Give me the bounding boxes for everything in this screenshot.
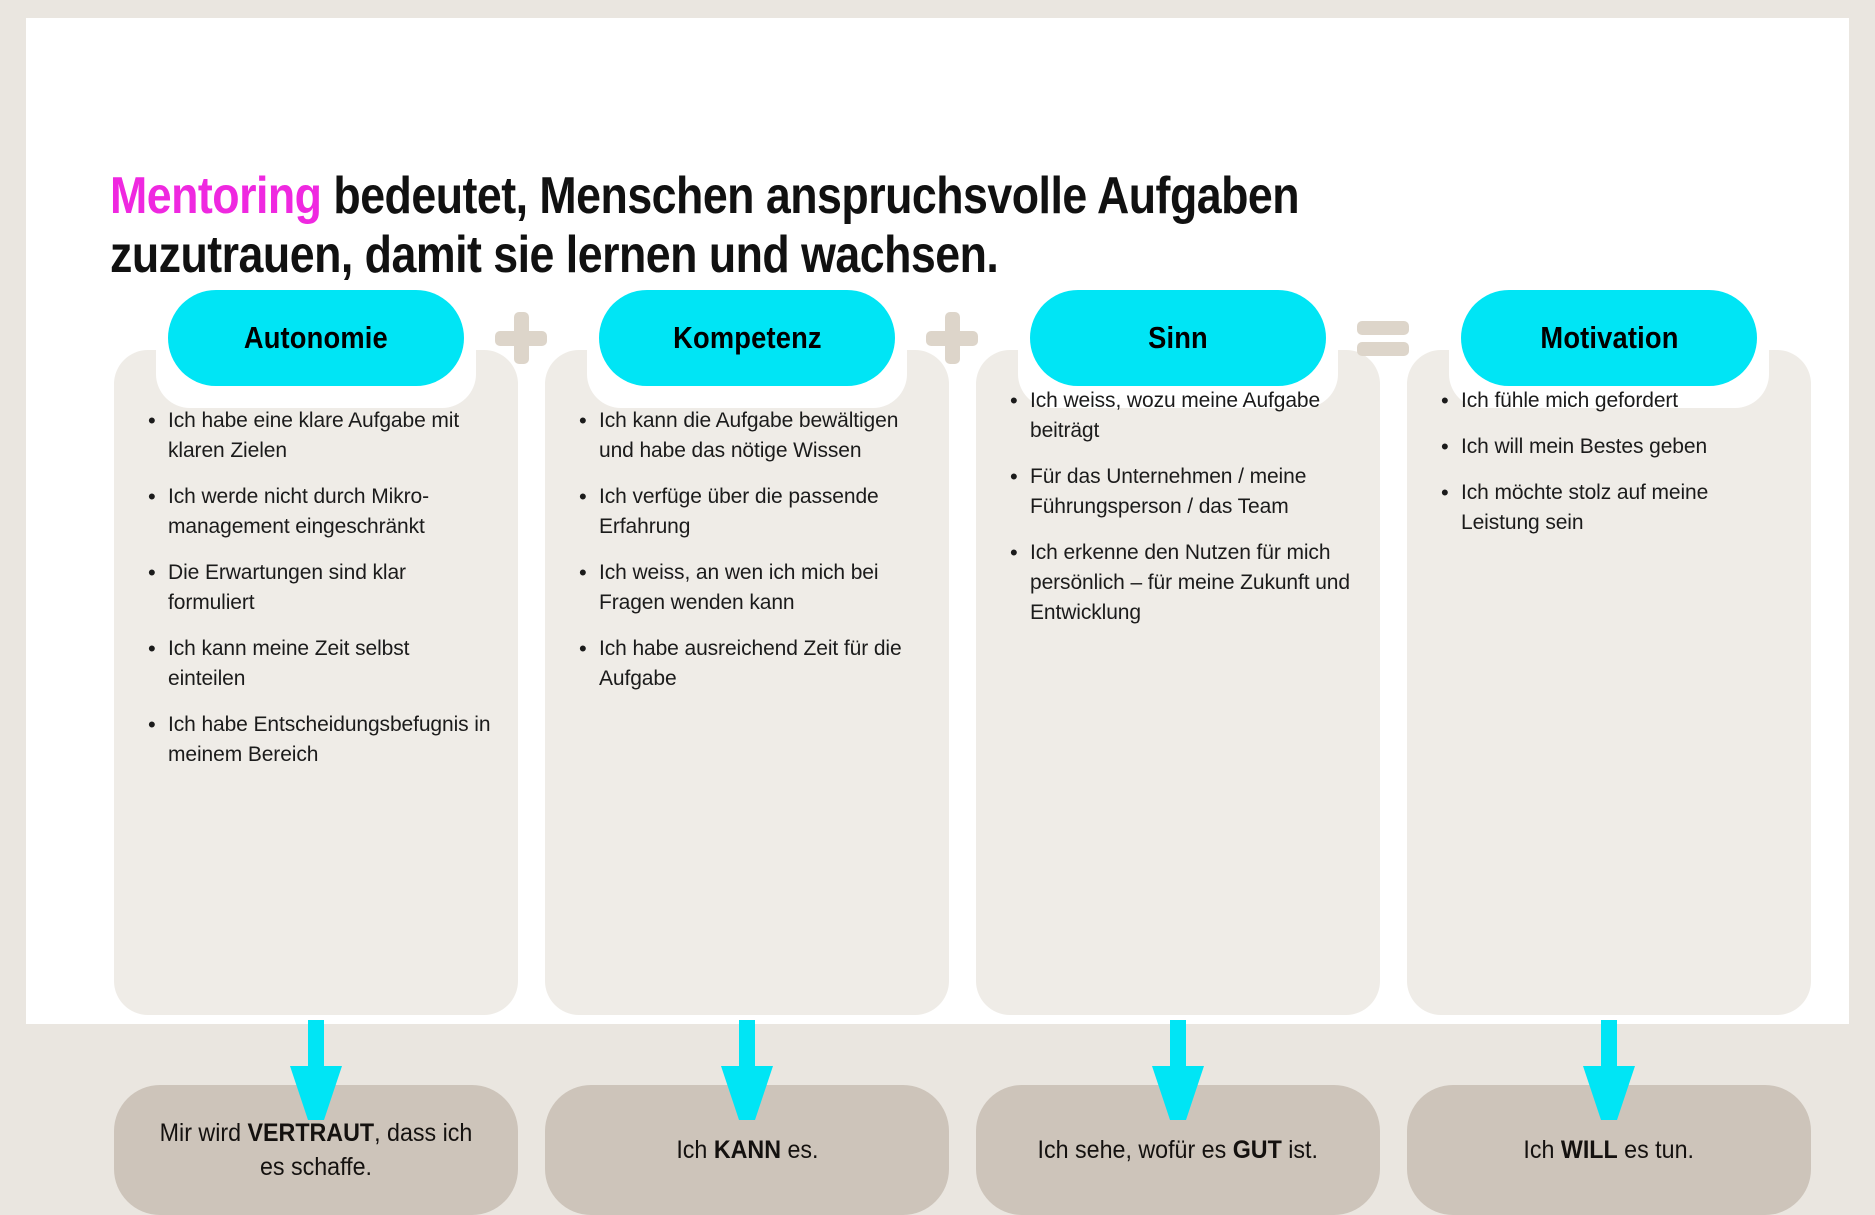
bullet-list: • Ich kann die Aufgabe bewältigen und hab… bbox=[545, 406, 949, 710]
list-item: • Ich möchte stolz auf meine Leistung sei… bbox=[1441, 478, 1785, 538]
bullet-dot-icon: • bbox=[579, 408, 587, 433]
list-item-text: Ich fühle mich gefordert bbox=[1461, 389, 1679, 412]
slide-canvas: Mentoring bedeutet, Menschen anspruchsvo… bbox=[26, 18, 1849, 1215]
list-item-text: Ich habe eine klare Aufgabe mit klaren Z… bbox=[168, 409, 460, 462]
footer-text: Ich KANN es. bbox=[652, 1133, 842, 1167]
list-item-text: Für das Unternehmen / meine Führungspers… bbox=[1030, 465, 1307, 518]
bullet-dot-icon: • bbox=[1441, 480, 1449, 505]
list-item: • Ich verfüge über die passende Erfahrung bbox=[579, 482, 923, 542]
list-item: • Ich werde nicht durch Mikro-management … bbox=[148, 482, 492, 542]
plus-icon bbox=[495, 312, 547, 364]
bullet-dot-icon: • bbox=[579, 636, 587, 661]
list-item-text: Ich möchte stolz auf meine Leistung sein bbox=[1461, 481, 1709, 534]
bullet-dot-icon: • bbox=[148, 560, 156, 585]
bullet-dot-icon: • bbox=[148, 408, 156, 433]
footer-text: Ich sehe, wofür es GUT ist. bbox=[1014, 1133, 1343, 1167]
list-item-text: Ich kann die Aufgabe bewältigen und habe… bbox=[599, 409, 899, 462]
footer-prefix: Ich sehe, wofür es bbox=[1037, 1136, 1233, 1164]
equals-bar-top bbox=[1357, 321, 1409, 335]
list-item-text: Ich weiss, wozu meine Aufgabe beiträgt bbox=[1030, 389, 1321, 442]
column-card bbox=[976, 350, 1380, 1015]
footer-suffix: es tun. bbox=[1618, 1136, 1695, 1164]
footer-text: Ich WILL es tun. bbox=[1500, 1133, 1719, 1167]
footer-suffix: es. bbox=[780, 1136, 819, 1164]
list-item-text: Ich habe Entscheidungsbefugnis in meinem… bbox=[168, 713, 491, 766]
list-item: • Ich habe eine klare Aufgabe mit klaren … bbox=[148, 406, 492, 466]
bullet-dot-icon: • bbox=[1010, 388, 1018, 413]
list-item: • Ich weiss, an wen ich mich bei Fragen w… bbox=[579, 558, 923, 618]
pill-header-autonomie[interactable]: Autonomie bbox=[168, 290, 464, 386]
footer-suffix: ist. bbox=[1282, 1136, 1319, 1164]
down-arrow-icon bbox=[721, 1020, 773, 1120]
bullet-dot-icon: • bbox=[579, 484, 587, 509]
footer-strong: GUT bbox=[1232, 1136, 1283, 1164]
bullet-dot-icon: • bbox=[148, 636, 156, 661]
bullet-dot-icon: • bbox=[148, 712, 156, 737]
list-item: • Ich kann meine Zeit selbst einteilen bbox=[148, 634, 492, 694]
bullet-dot-icon: • bbox=[1010, 464, 1018, 489]
list-item: • Ich habe Entscheidungsbefugnis in meine… bbox=[148, 710, 492, 770]
pill-label: Kompetenz bbox=[672, 320, 822, 355]
list-item-text: Ich erkenne den Nutzen für mich persönli… bbox=[1030, 541, 1350, 624]
footer-strong: WILL bbox=[1561, 1136, 1619, 1164]
equals-icon bbox=[1357, 321, 1409, 356]
down-arrow-icon bbox=[1152, 1020, 1204, 1120]
list-item: • Für das Unternehmen / meine Führungsper… bbox=[1010, 462, 1354, 522]
list-item: • Ich erkenne den Nutzen für mich persönl… bbox=[1010, 538, 1354, 628]
pill-label: Autonomie bbox=[243, 320, 389, 355]
column-card bbox=[114, 350, 518, 1015]
list-item-text: Ich verfüge über die passende Erfahrung bbox=[599, 485, 879, 538]
list-item-text: Ich habe ausreichend Zeit für die Aufgab… bbox=[599, 637, 902, 690]
list-item-text: Die Erwartungen sind klar formuliert bbox=[168, 561, 406, 614]
pill-label: Sinn bbox=[1148, 320, 1208, 355]
down-arrow-icon bbox=[290, 1020, 342, 1120]
page-title: Mentoring bedeutet, Menschen anspruchsvo… bbox=[110, 108, 1486, 284]
pill-header-kompetenz[interactable]: Kompetenz bbox=[599, 290, 895, 386]
list-item: • Ich habe ausreichend Zeit für die Aufga… bbox=[579, 634, 923, 694]
pill-header-sinn[interactable]: Sinn bbox=[1030, 290, 1326, 386]
operator-equals bbox=[1335, 290, 1431, 386]
list-item: • Ich kann die Aufgabe bewältigen und hab… bbox=[579, 406, 923, 466]
headline-accent-word: Mentoring bbox=[110, 166, 322, 225]
operator-plus-1 bbox=[473, 290, 569, 386]
list-item-text: Ich werde nicht durch Mikro-management e… bbox=[168, 485, 429, 538]
list-item-text: Ich weiss, an wen ich mich bei Fragen we… bbox=[599, 561, 879, 614]
bullet-list: • Ich habe eine klare Aufgabe mit klaren … bbox=[114, 406, 518, 786]
equals-bar-bottom bbox=[1357, 342, 1409, 356]
pill-label: Motivation bbox=[1539, 320, 1679, 355]
down-arrow-icon bbox=[1583, 1020, 1635, 1120]
headline-rest: bedeutet, Menschen anspruchsvolle Aufgab… bbox=[110, 166, 1300, 284]
list-item: • Ich fühle mich gefordert bbox=[1441, 386, 1785, 416]
footer-strong: KANN bbox=[713, 1136, 781, 1164]
list-item-text: Ich will mein Bestes geben bbox=[1461, 435, 1708, 458]
list-item: • Die Erwartungen sind klar formuliert bbox=[148, 558, 492, 618]
column-card bbox=[1407, 350, 1811, 1015]
bullet-dot-icon: • bbox=[579, 560, 587, 585]
list-item-text: Ich kann meine Zeit selbst einteilen bbox=[168, 637, 410, 690]
pill-header-motivation[interactable]: Motivation bbox=[1461, 290, 1757, 386]
bullet-dot-icon: • bbox=[1010, 540, 1018, 565]
footer-prefix: Mir wird bbox=[159, 1119, 248, 1147]
bullet-dot-icon: • bbox=[1441, 434, 1449, 459]
column-card bbox=[545, 350, 949, 1015]
bullet-dot-icon: • bbox=[148, 484, 156, 509]
footer-prefix: Ich bbox=[675, 1136, 714, 1164]
plus-icon bbox=[926, 312, 978, 364]
list-item: • Ich will mein Bestes geben bbox=[1441, 432, 1785, 462]
bullet-list: • Ich fühle mich gefordert • Ich will mein… bbox=[1407, 386, 1811, 554]
footer-prefix: Ich bbox=[1523, 1136, 1562, 1164]
bullet-list: •Ich weiss, wozu meine Aufgabe beiträgt … bbox=[976, 386, 1380, 644]
bullet-dot-icon: • bbox=[1441, 388, 1449, 413]
list-item: • Ich weiss, wozu meine Aufgabe beiträgt bbox=[1010, 386, 1354, 446]
operator-plus-2 bbox=[904, 290, 1000, 386]
